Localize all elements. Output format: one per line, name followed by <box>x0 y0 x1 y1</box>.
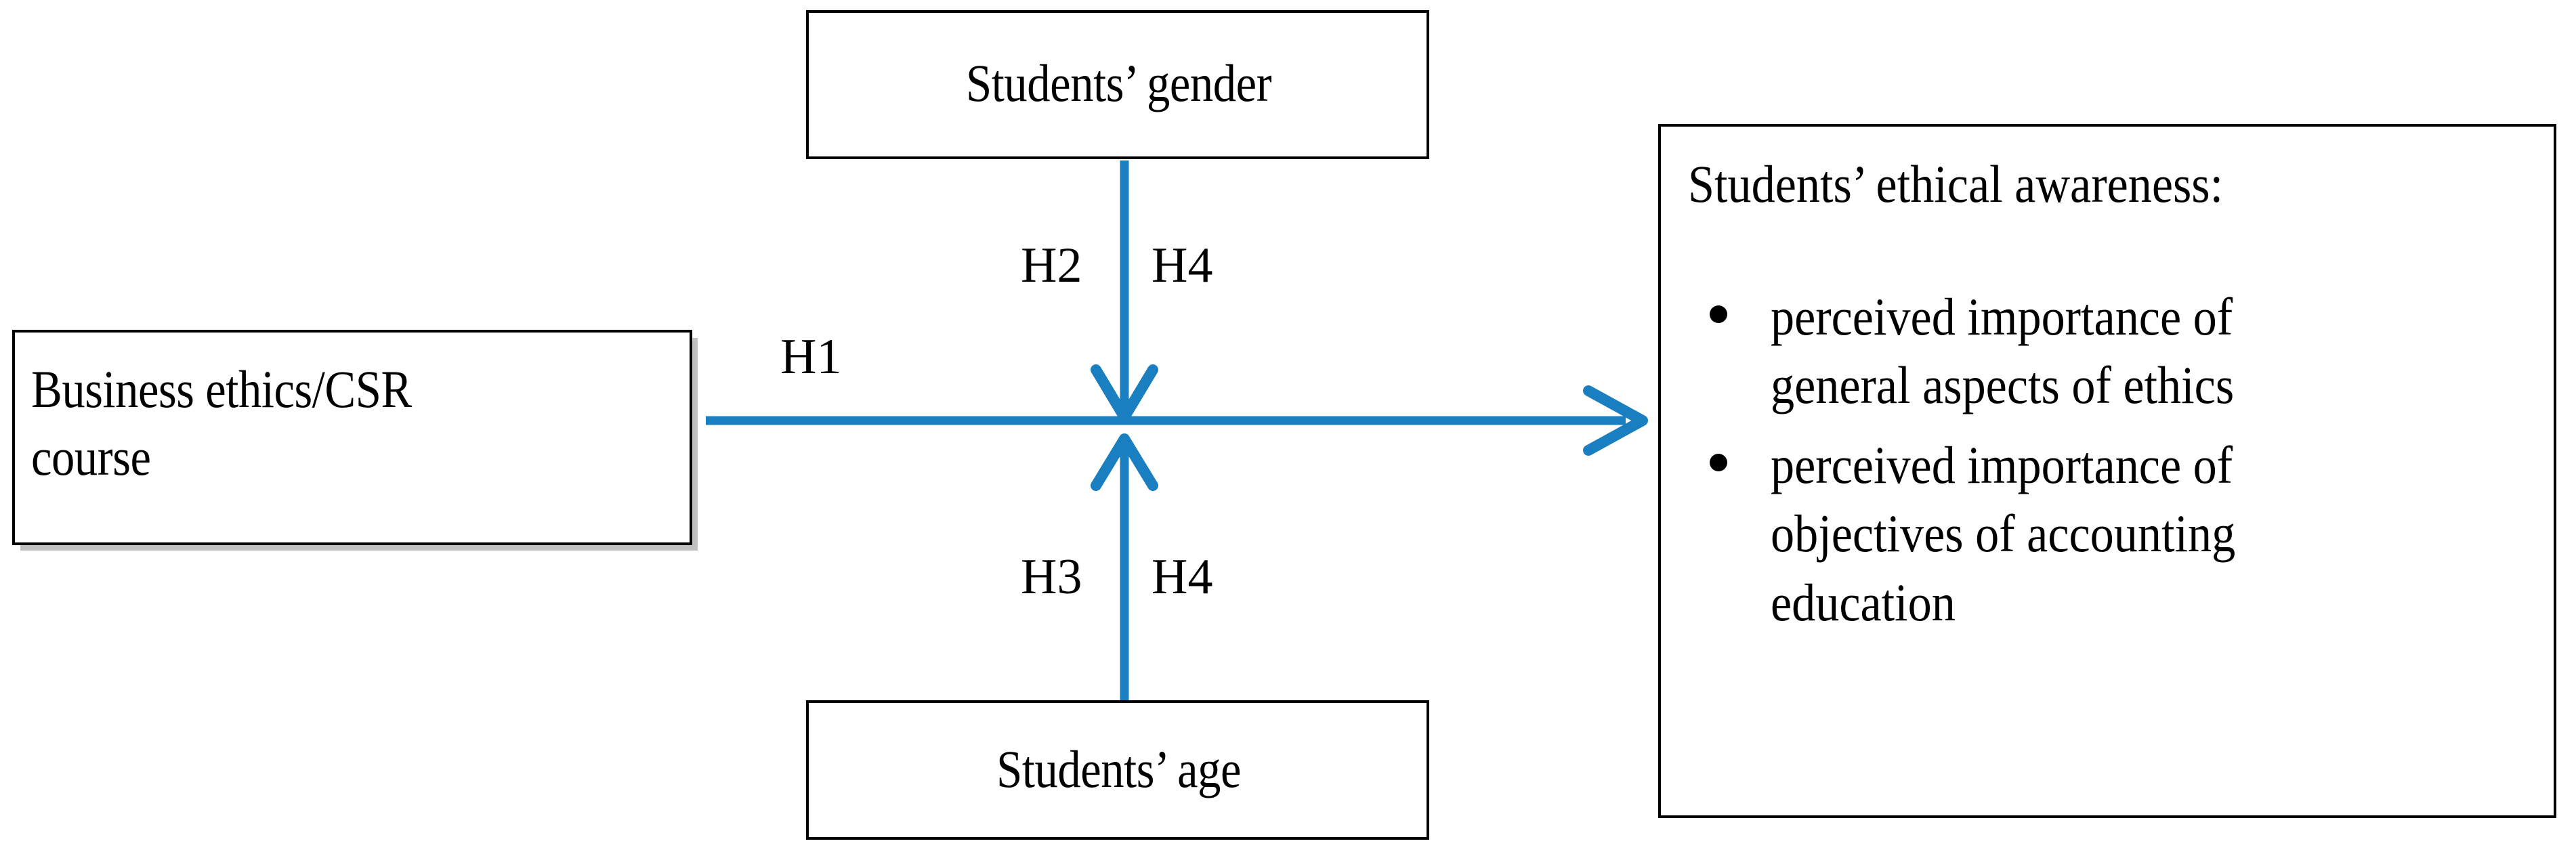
list-item: perceived importance of objectives of ac… <box>1688 431 2541 637</box>
node-students-gender-label: Students’ gender <box>966 53 1272 112</box>
list-item: perceived importance of general aspects … <box>1688 282 2541 420</box>
outcome-heading: Students’ ethical awareness: <box>1688 154 2224 213</box>
outcome-bullet-list: perceived importance of general aspects … <box>1688 282 2541 647</box>
node-students-age[interactable]: Students’ age <box>806 700 1429 840</box>
bullet-icon <box>1710 305 1727 323</box>
node-students-age-label: Students’ age <box>996 740 1242 798</box>
list-item-label: perceived importance of general aspects … <box>1771 287 2235 415</box>
outcome-body: Students’ ethical awareness: perceived i… <box>1661 127 2554 815</box>
hypothesis-label-h4-top: H4 <box>1152 238 1213 293</box>
arrow-h1 <box>706 385 1648 456</box>
hypothesis-label-h1: H1 <box>780 329 842 385</box>
hypothesis-label-h4-bottom: H4 <box>1152 549 1213 605</box>
node-students-gender[interactable]: Students’ gender <box>806 10 1429 159</box>
node-business-ethics-course[interactable]: Business ethics/CSR course <box>12 330 692 545</box>
node-business-ethics-course-label: Business ethics/CSR course <box>31 360 412 486</box>
bullet-icon <box>1710 453 1727 471</box>
hypothesis-label-h2: H2 <box>1021 238 1082 293</box>
node-students-ethical-awareness[interactable]: Students’ ethical awareness: perceived i… <box>1658 124 2556 818</box>
arrow-h2-h4-down <box>1091 160 1158 423</box>
list-item-label: perceived importance of objectives of ac… <box>1771 435 2236 632</box>
arrow-h3-h4-up <box>1091 433 1158 700</box>
hypothesis-label-h3: H3 <box>1021 549 1082 605</box>
